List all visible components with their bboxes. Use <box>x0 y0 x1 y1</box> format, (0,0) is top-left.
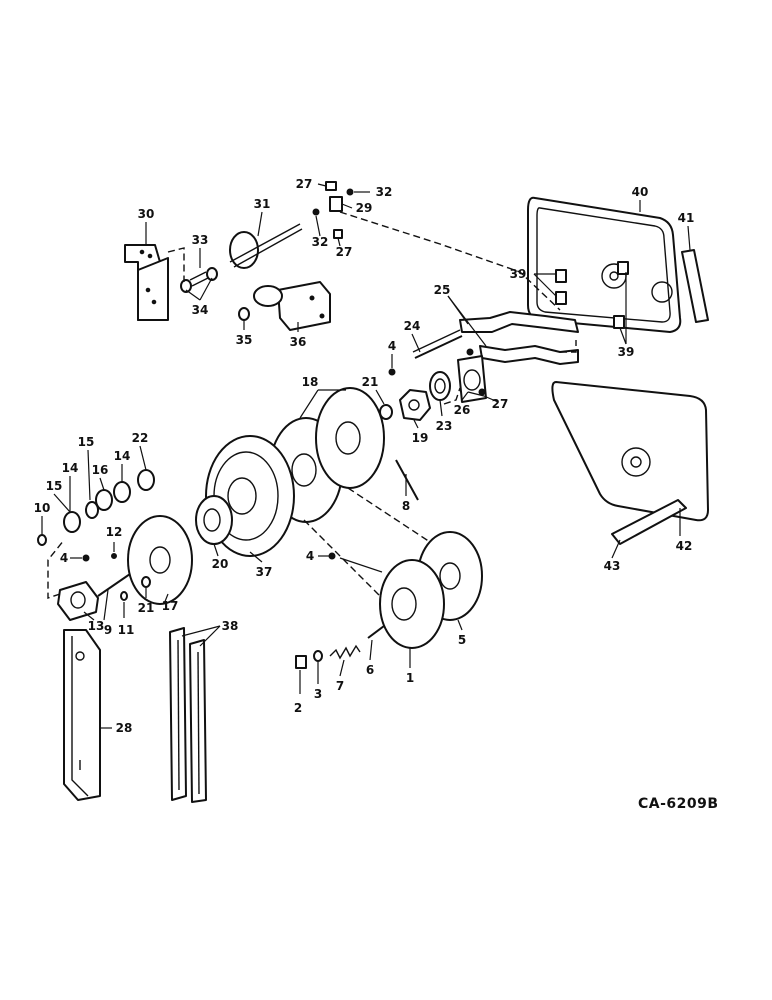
fitting-4-upper <box>388 368 396 376</box>
callout-12: 12 <box>106 525 123 539</box>
callout-15-b: 15 <box>78 435 95 449</box>
nut-2 <box>295 655 307 669</box>
clips-39 <box>555 261 629 329</box>
callout-26: 26 <box>454 403 471 417</box>
callout-20: 20 <box>212 557 229 571</box>
callout-22: 22 <box>132 431 149 445</box>
strip-41 <box>681 249 709 323</box>
nut-35 <box>238 307 250 321</box>
connector-30 <box>167 247 185 282</box>
callout-35: 35 <box>236 333 253 347</box>
bearing-housing-36 <box>253 281 331 331</box>
callout-28: 28 <box>116 721 133 735</box>
callout-8: 8 <box>402 499 410 513</box>
connector-19-23 <box>443 387 461 405</box>
key-12 <box>111 553 117 559</box>
callout-21-b: 21 <box>138 601 155 615</box>
callout-19: 19 <box>412 431 429 445</box>
bracket-30 <box>124 244 169 321</box>
callout-42: 42 <box>676 539 693 553</box>
bracket-25 <box>459 311 579 365</box>
callout-32-a: 32 <box>376 185 393 199</box>
callout-10: 10 <box>34 501 51 515</box>
callout-14-b: 14 <box>114 449 131 463</box>
cover-panel-40 <box>527 196 682 333</box>
callout-27-c: 27 <box>492 397 509 411</box>
callout-9: 9 <box>104 623 112 637</box>
bearing-housing-26 <box>457 348 487 403</box>
bar-43 <box>611 499 687 545</box>
ring-21-lower <box>141 576 151 588</box>
flange-13 <box>57 581 99 621</box>
callout-3: 3 <box>314 687 322 701</box>
callout-39-a: 39 <box>510 267 527 281</box>
callout-labels: 30 33 34 31 35 36 27 32 29 32 27 40 41 3… <box>34 177 695 735</box>
callout-27-a: 27 <box>296 177 313 191</box>
pin-6 <box>367 625 385 639</box>
belt-path-rear <box>347 487 431 543</box>
clip-11 <box>120 591 128 601</box>
bearing-stack <box>37 469 155 546</box>
callout-33: 33 <box>192 233 209 247</box>
callout-5: 5 <box>458 633 466 647</box>
nuts-34 <box>180 267 218 293</box>
callout-6: 6 <box>366 663 374 677</box>
callout-13: 13 <box>88 619 105 633</box>
panel-42 <box>551 381 709 522</box>
callout-39-b: 39 <box>618 345 635 359</box>
hub-19 <box>399 389 431 421</box>
fitting-4-left <box>82 554 90 562</box>
drawing-number: CA-6209B <box>638 796 719 812</box>
callout-43: 43 <box>604 559 621 573</box>
callout-37: 37 <box>256 565 273 579</box>
callout-4-c: 4 <box>306 549 314 563</box>
bolt-33 <box>189 271 209 287</box>
callout-11: 11 <box>118 623 135 637</box>
callout-27-b: 27 <box>336 245 353 259</box>
connector-25 <box>560 340 577 353</box>
callout-15-a: 15 <box>46 479 63 493</box>
connector-29-to-25 <box>339 211 561 311</box>
callout-32-b: 32 <box>312 235 329 249</box>
bearing-23 <box>429 371 451 401</box>
callout-41: 41 <box>678 211 695 225</box>
callout-21-a: 21 <box>362 375 379 389</box>
hub-20 <box>195 495 233 545</box>
callout-18: 18 <box>302 375 319 389</box>
callout-30: 30 <box>138 207 155 221</box>
key-8 <box>395 459 419 501</box>
callout-36: 36 <box>290 335 307 349</box>
rod-24 <box>414 335 463 359</box>
callout-34: 34 <box>192 303 209 317</box>
pulley-17 <box>127 515 193 605</box>
pulley-1 <box>379 559 445 649</box>
shaft-and-disc-31 <box>229 223 303 269</box>
assembly-guide-left <box>47 539 65 599</box>
callout-2: 2 <box>294 701 302 715</box>
callout-38: 38 <box>222 619 239 633</box>
callout-31: 31 <box>254 197 271 211</box>
washer-3 <box>313 650 323 662</box>
shaft-9 <box>97 573 131 597</box>
callout-17: 17 <box>162 599 179 613</box>
callout-4-a: 4 <box>388 339 396 353</box>
callout-1: 1 <box>406 671 414 685</box>
callout-25: 25 <box>434 283 451 297</box>
callout-29: 29 <box>356 201 373 215</box>
callout-14-a: 14 <box>62 461 79 475</box>
callout-24: 24 <box>404 319 421 333</box>
callout-40: 40 <box>632 185 649 199</box>
leader-lines <box>41 183 691 729</box>
channel-28 <box>63 629 101 801</box>
channels-38 <box>169 627 207 803</box>
callout-7: 7 <box>336 679 344 693</box>
callout-23: 23 <box>436 419 453 433</box>
callout-4-b: 4 <box>60 551 68 565</box>
callout-16: 16 <box>92 463 109 477</box>
spring-7 <box>329 644 361 660</box>
